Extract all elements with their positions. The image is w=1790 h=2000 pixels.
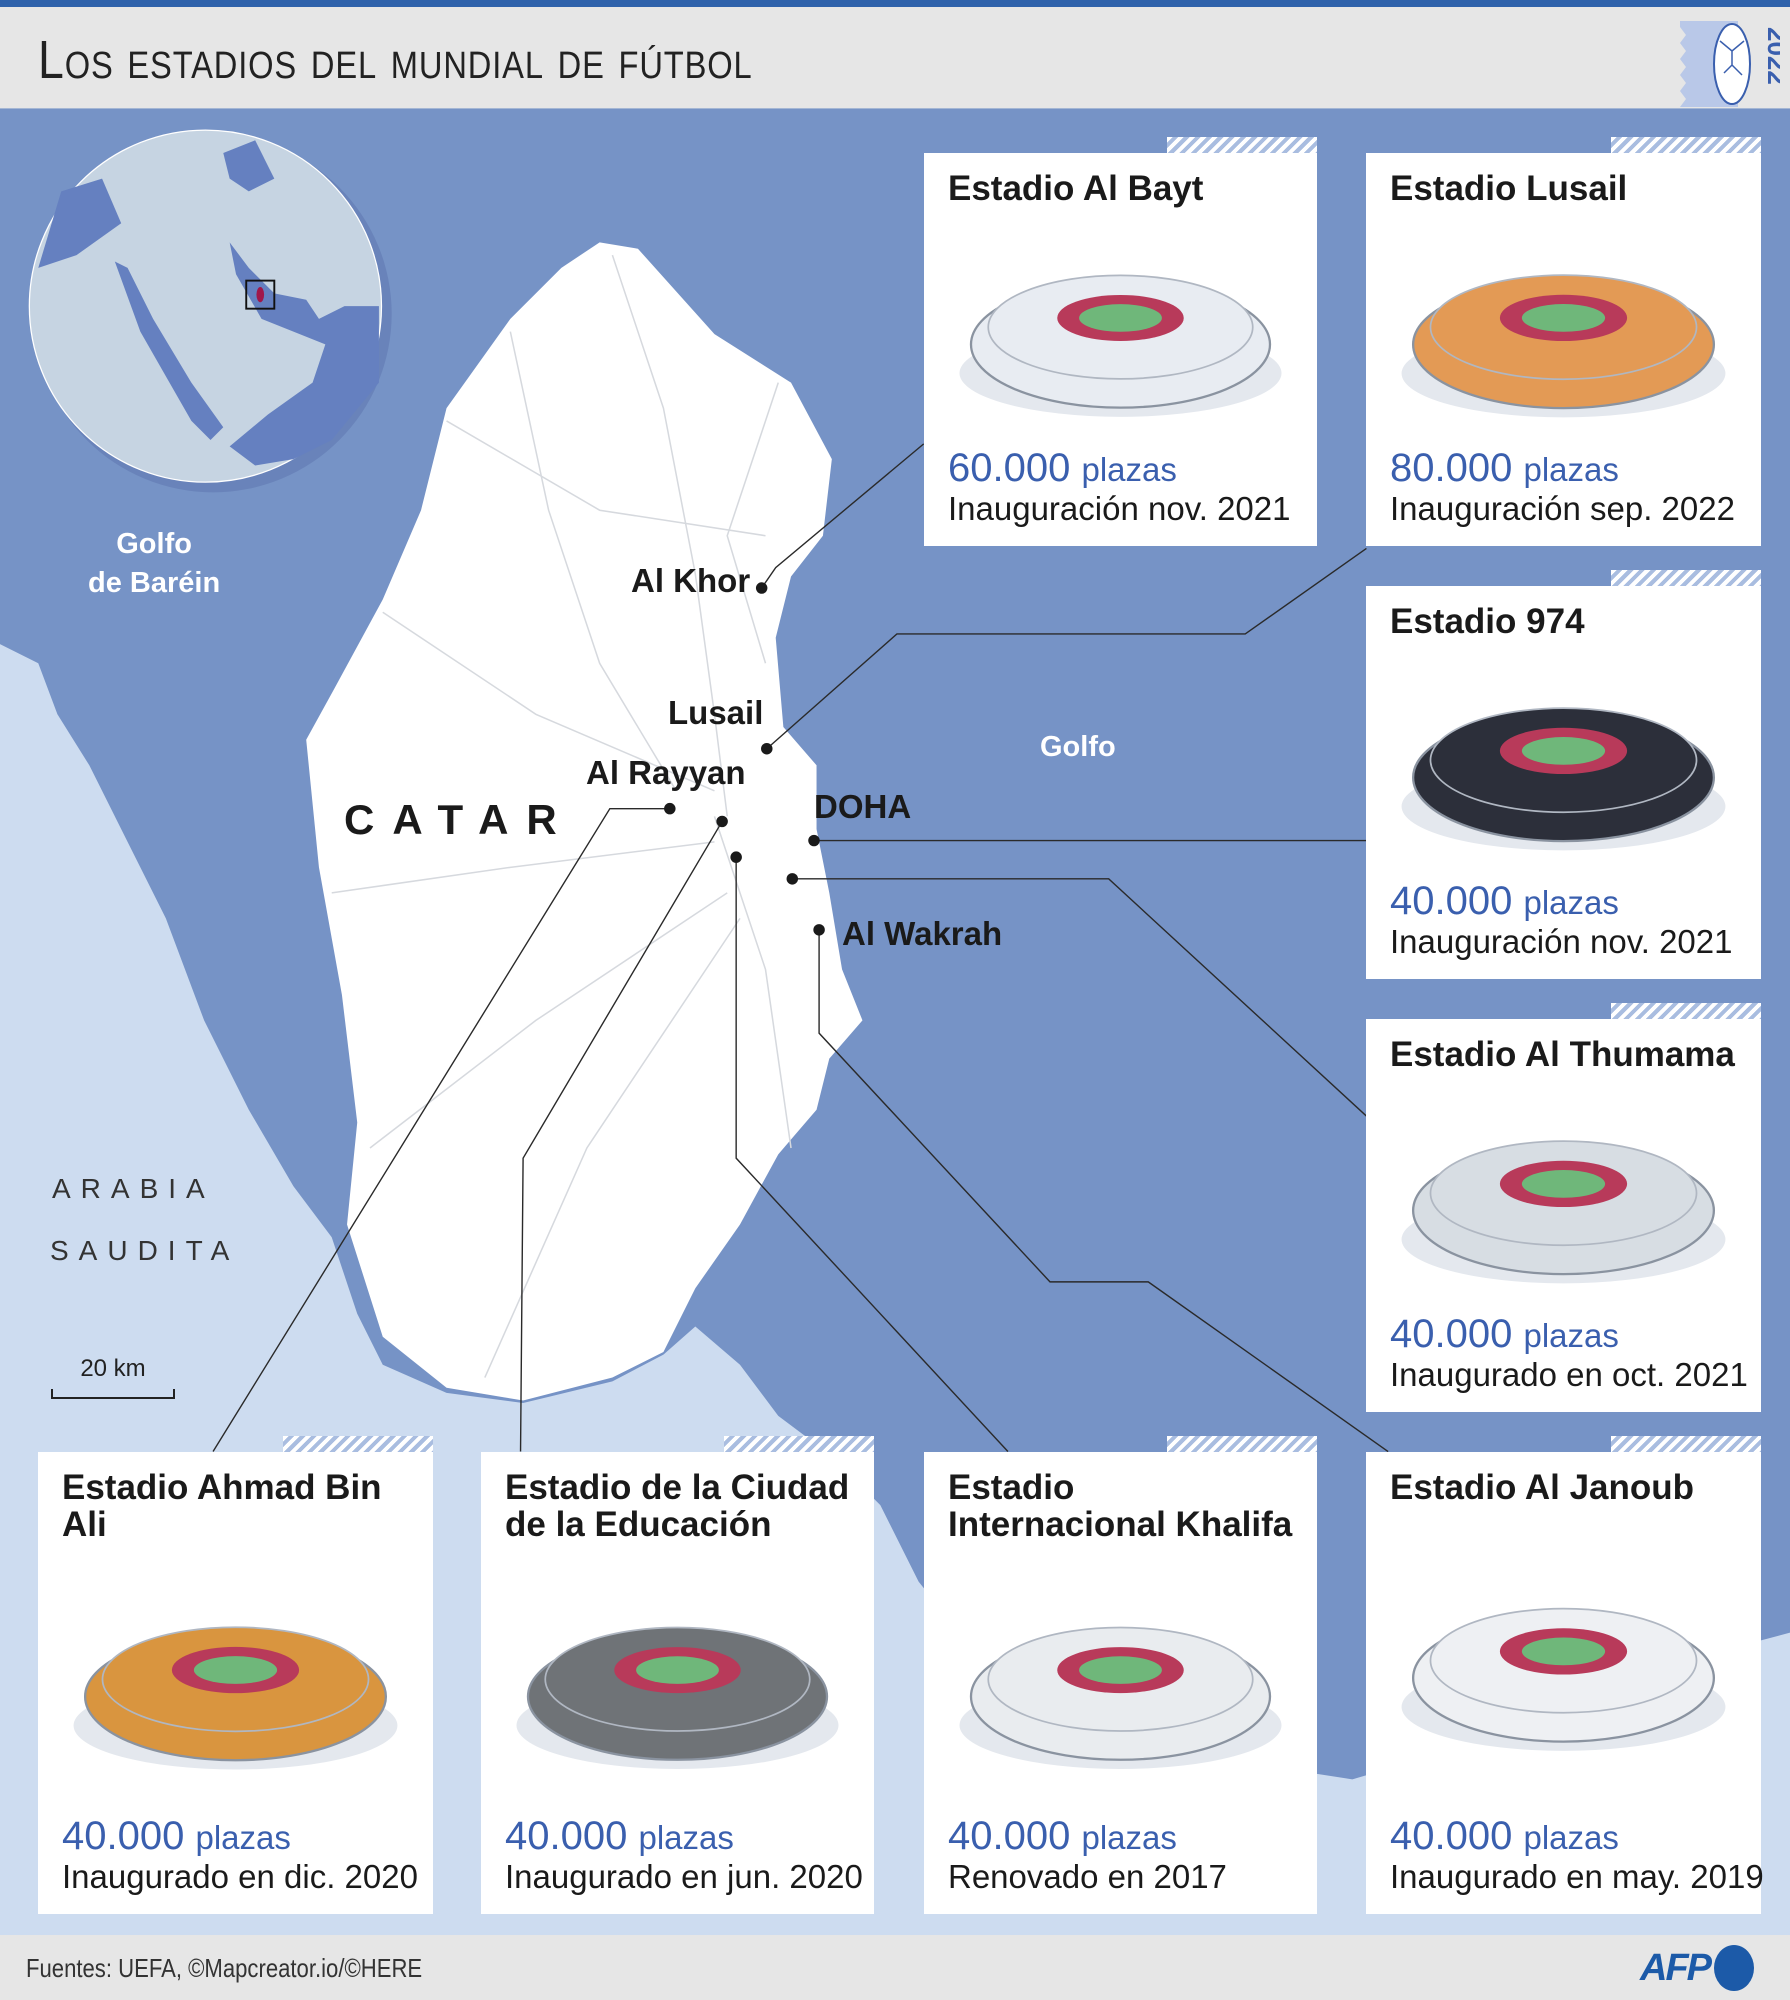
stadium-capacity: 80.000 plazas [1390, 446, 1619, 491]
stadium-name: Estadio 974 [1390, 602, 1585, 641]
stadium-capacity: 40.000 plazas [948, 1814, 1177, 1859]
stadium-capacity: 40.000 plazas [62, 1814, 291, 1859]
stadium-note: Inaugurado en may. 2019 [1390, 1858, 1764, 1896]
stadium-card-al-thumama: Estadio Al Thumama 40.000 plazas Inaugur… [1366, 1003, 1761, 1412]
card-tab [1611, 137, 1761, 153]
stadium-illustration [948, 208, 1293, 446]
label-gulf: Golfo [1040, 731, 1116, 763]
stadium-note: Inauguración nov. 2021 [948, 490, 1291, 528]
saudi-land [0, 644, 1790, 1935]
card-tab [283, 1436, 433, 1452]
footer: Fuentes: UEFA, ©Mapcreator.io/©HERE AFP [0, 1935, 1790, 2000]
leader-al-thumama [792, 878, 1367, 1117]
stadium-name: Estadio Al Janoub [1390, 1468, 1695, 1507]
card-tab [1167, 1436, 1317, 1452]
stadium-illustration [1390, 641, 1737, 879]
stadium-card-974: Estadio 974 40.000 plazas Inauguración n… [1366, 570, 1761, 979]
qatar-land [306, 242, 863, 1401]
stadium-capacity: 40.000 plazas [1390, 1814, 1619, 1859]
stadium-card-al-janoub: Estadio Al Janoub 40.000 plazas Inaugura… [1366, 1436, 1764, 1914]
stadium-card-al-bayt: Estadio Al Bayt 60.000 plazas Inauguraci… [924, 137, 1317, 546]
city-dots [664, 582, 825, 936]
top-accent-bar [0, 0, 1790, 7]
leader-ahmad-bin-ali [212, 807, 670, 1452]
stadium-card-khalifa: Estadio Internacional Khalifa 40.000 pla… [924, 1436, 1317, 1914]
stadium-note: Inaugurado en oct. 2021 [1390, 1356, 1748, 1394]
card-tab [724, 1436, 874, 1452]
stadium-name: Estadio de la Ciudad de la Educación [505, 1468, 850, 1544]
stadium-card-education-city: Estadio de la Ciudad de la Educación 40.… [481, 1436, 874, 1914]
stadium-illustration [505, 1544, 850, 1815]
stadium-illustration [948, 1544, 1293, 1815]
stadium-note: Inauguración nov. 2021 [1390, 923, 1733, 961]
stadium-name: Estadio Lusail [1390, 169, 1628, 208]
header: Los estadios del mundial de fútbol 2022 [0, 7, 1790, 108]
page-title: Los estadios del mundial de fútbol [38, 30, 753, 90]
qatar-highlight [256, 286, 265, 303]
city-al-wakrah: Al Wakrah [842, 915, 1003, 952]
label-qatar: CATAR [344, 796, 575, 843]
afp-logo: AFP [1640, 1943, 1754, 1993]
leader-khalifa [735, 857, 1009, 1453]
card-tab [1611, 1436, 1761, 1452]
stadium-name: Estadio Internacional Khalifa [948, 1468, 1293, 1544]
globe-inset [28, 129, 392, 493]
stadium-illustration [1390, 208, 1737, 446]
stadium-illustration [1390, 1074, 1737, 1312]
road-network [331, 254, 792, 1378]
qatar-locator-box [245, 279, 276, 310]
scale-bar: 20 km [51, 1355, 175, 1399]
stadium-capacity: 40.000 plazas [1390, 1312, 1619, 1357]
stadium-note: Inaugurado en dic. 2020 [62, 1858, 418, 1896]
stadium-name: Estadio Al Thumama [1390, 1035, 1735, 1074]
stadium-card-ahmad-bin-ali: Estadio Ahmad Bin Ali 40.000 plazas Inau… [38, 1436, 433, 1914]
city-doha: DOHA [814, 788, 912, 825]
stadium-note: Renovado en 2017 [948, 1858, 1227, 1896]
stadium-illustration [62, 1544, 409, 1815]
leader-al-bayt [761, 443, 925, 589]
card-tab [1611, 1003, 1761, 1019]
stadium-card-lusail: Estadio Lusail 80.000 plazas Inauguració… [1366, 137, 1761, 546]
stadium-capacity: 40.000 plazas [1390, 879, 1619, 924]
stadium-capacity: 60.000 plazas [948, 446, 1177, 491]
leader-education [519, 821, 723, 1452]
leader-lusail [766, 547, 1367, 750]
label-saudi-1: ARABIA [52, 1173, 215, 1204]
svg-text:2022: 2022 [1762, 27, 1780, 85]
card-tab [1611, 570, 1761, 586]
leader-al-janoub [818, 929, 1389, 1453]
card-tab [1167, 137, 1317, 153]
stadium-note: Inaugurado en jun. 2020 [505, 1858, 863, 1896]
stadium-name: Estadio Ahmad Bin Ali [62, 1468, 382, 1544]
stadium-name: Estadio Al Bayt [948, 169, 1204, 208]
world-cup-2022-logo: 2022 [1680, 21, 1780, 107]
city-al-rayyan: Al Rayyan [586, 754, 746, 791]
stadium-note: Inauguración sep. 2022 [1390, 490, 1735, 528]
label-saudi-2: SAUDITA [50, 1235, 240, 1266]
city-al-khor: Al Khor [631, 562, 751, 599]
source-credit: Fuentes: UEFA, ©Mapcreator.io/©HERE [26, 1953, 423, 1983]
city-lusail: Lusail [668, 694, 764, 731]
leader-lines [212, 443, 1389, 1453]
stadium-capacity: 40.000 plazas [505, 1814, 734, 1859]
stadium-illustration [1390, 1507, 1737, 1814]
